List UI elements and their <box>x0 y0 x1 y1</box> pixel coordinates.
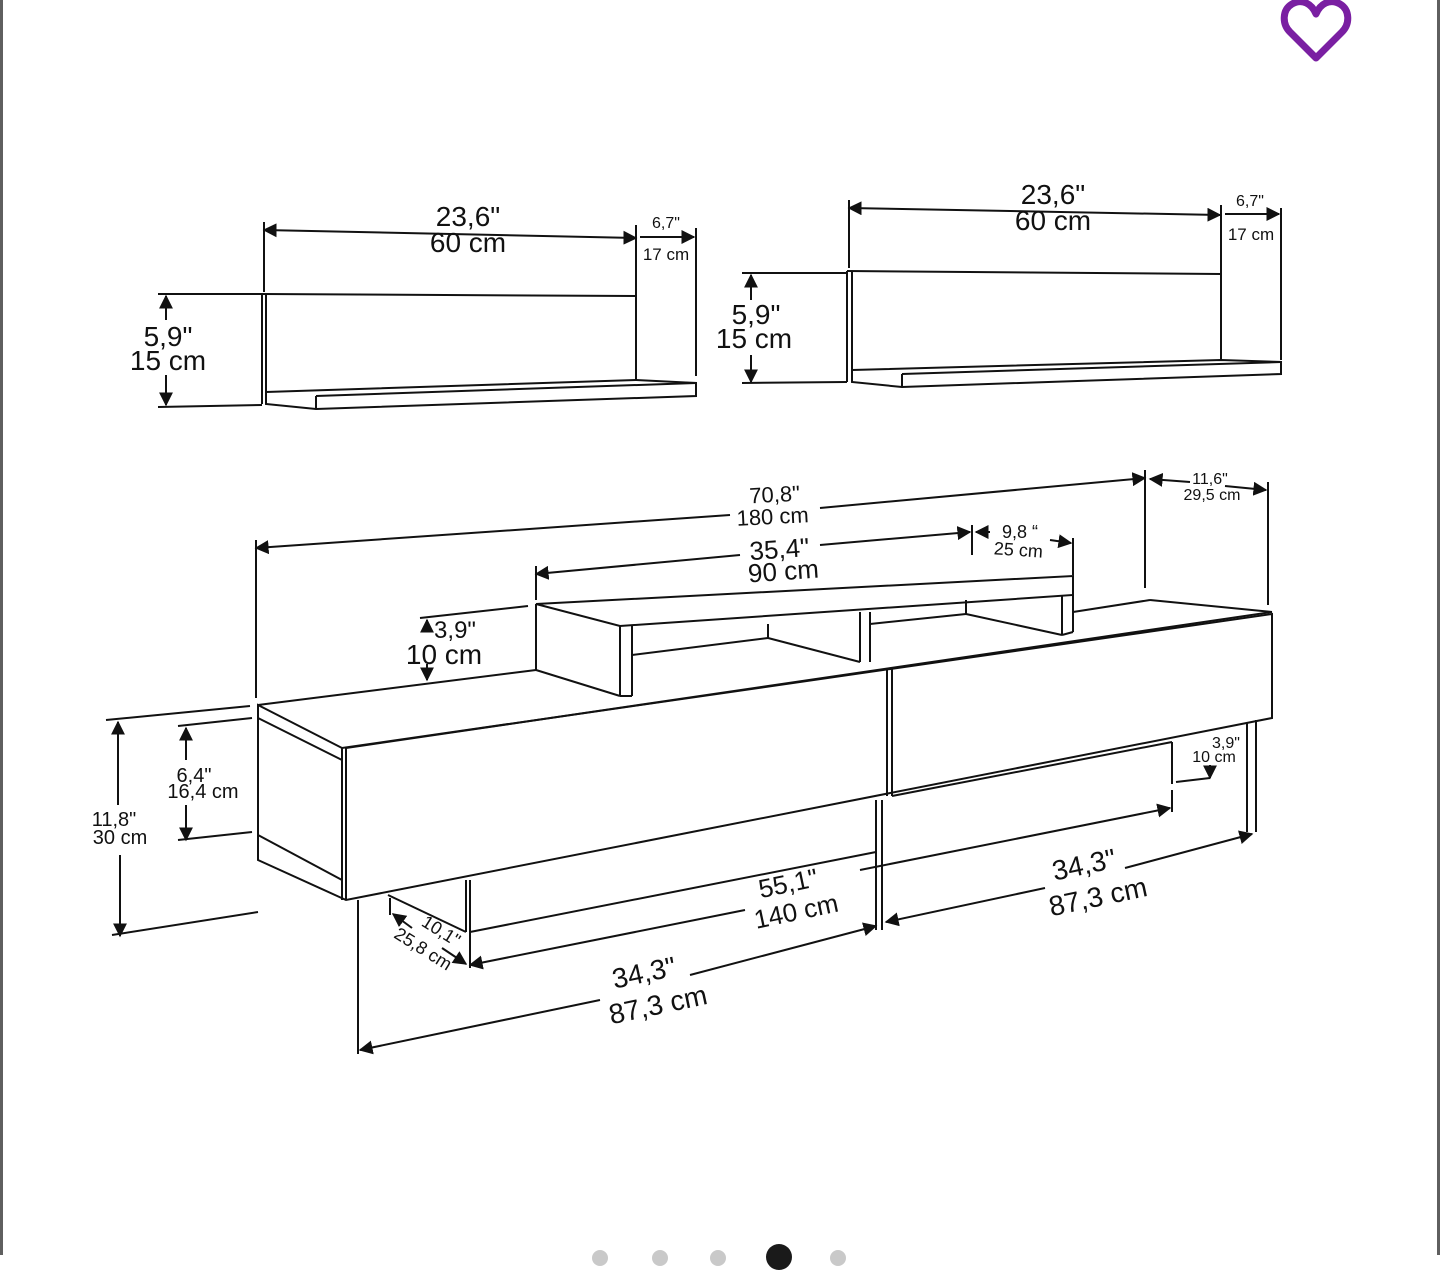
left-shelf-height-cm: 15 cm <box>130 345 206 376</box>
left-shelf-width-cm: 60 cm <box>430 227 506 258</box>
top-shelf-depth-cm: 25 cm <box>993 538 1043 561</box>
tv-unit <box>105 470 1273 1055</box>
top-shelf-width-in: 35,4" <box>748 532 810 566</box>
carousel-dot-1[interactable] <box>592 1250 608 1266</box>
left-shelf-depth-in: 6,7" <box>652 215 680 232</box>
favorite-button[interactable] <box>1272 0 1360 66</box>
carousel-dot-3[interactable] <box>710 1250 726 1266</box>
tv-depth-cm: 29,5 cm <box>1184 487 1241 504</box>
tv-total-height-in: 11,8" <box>92 809 137 831</box>
tv-total-width-cm: 180 cm <box>736 502 809 531</box>
tv-total-height-cm: 30 cm <box>93 827 147 849</box>
tv-depth-in: 11,6" <box>1192 471 1228 488</box>
right-shelf-width-in: 23,6" <box>1021 179 1085 210</box>
left-shelf-height-in: 5,9" <box>144 321 193 352</box>
right-shelf-height-in: 5,9" <box>732 299 781 330</box>
top-shelf-depth-in: 9,8 “ <box>1002 522 1038 542</box>
frame-left-border <box>0 0 3 1255</box>
carousel-pagination <box>590 1244 850 1270</box>
left-wall-shelf <box>157 222 697 411</box>
plinth-inset-in: 3,9" <box>1212 735 1240 752</box>
carousel-dot-5[interactable] <box>830 1250 846 1266</box>
right-wall-shelf <box>741 200 1282 389</box>
riser-height-in: 3,9" <box>434 617 476 644</box>
left-shelf-width-in: 23,6" <box>436 201 500 232</box>
tv-inner-height-in: 6,4" <box>177 765 212 787</box>
right-shelf-depth-in: 6,7" <box>1236 193 1264 210</box>
riser-height-cm: 10 cm <box>406 639 482 670</box>
right-shelf-width-cm: 60 cm <box>1015 205 1091 236</box>
carousel-dot-4-active[interactable] <box>766 1244 792 1270</box>
carousel-dot-2[interactable] <box>652 1250 668 1266</box>
heart-outline-icon <box>1280 0 1352 62</box>
right-shelf-depth-cm: 17 cm <box>1228 225 1274 244</box>
left-shelf-depth-cm: 17 cm <box>643 245 689 264</box>
dimension-labels: 23,6" 60 cm 6,7" 17 cm 5,9" 15 cm 23,6" … <box>92 179 1274 1030</box>
top-shelf-width-cm: 90 cm <box>747 554 820 589</box>
tv-inner-height-cm: 16,4 cm <box>167 781 238 803</box>
right-shelf-height-cm: 15 cm <box>716 323 792 354</box>
plinth-inset-cm: 10 cm <box>1192 749 1236 766</box>
frame-right-border <box>1437 0 1440 1255</box>
tv-total-width-in: 70,8" <box>749 481 801 509</box>
